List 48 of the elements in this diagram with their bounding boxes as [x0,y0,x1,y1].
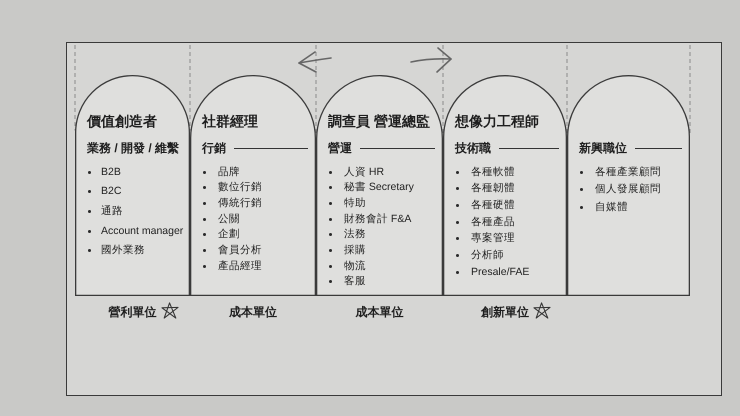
list-item: 物流 [344,260,366,273]
list-item: 會員分析 [218,244,262,257]
list-item: 分析師 [471,249,504,262]
list-item: B2C [101,185,122,198]
arch-panel [443,75,567,296]
list-item: Account manager [101,224,184,238]
list-item: B2B [101,166,121,178]
list-item: 國外業務 [101,244,145,258]
list-item: 公關 [218,212,240,226]
column-title: 價值創造者 [87,113,157,129]
list-item: 專案管理 [471,232,515,246]
list-item: 企劃 [218,228,240,242]
list-item: 通路 [101,204,123,218]
list-item: 品牌 [218,166,240,178]
caption-label: 營利單位 [108,305,156,319]
list-item: 各種軟體 [471,166,515,178]
list-item: 特助 [344,196,366,210]
list-item: 自媒體 [595,200,628,214]
list-item: 個人發展顧問 [595,183,661,196]
list-item: 秘書 Secretary [344,181,414,194]
section-heading: 營運 [328,141,352,155]
column-title: 社群經理 [202,113,258,129]
arch-panel [567,75,690,296]
list-item: 客服 [344,275,366,288]
caption-label: 成本單位 [229,305,277,319]
list-item: 數位行銷 [218,181,262,194]
section-heading: 行銷 [202,141,226,155]
list-item: 財務會計 F&A [344,212,412,226]
caption-label: 成本單位 [356,305,404,319]
list-item: 各種硬體 [471,198,515,212]
arch-panel [75,75,190,296]
section-heading: 技術職 [455,141,491,155]
arch-panel [190,75,316,296]
list-item: 各種產業顧問 [595,166,661,178]
list-item: 法務 [344,228,366,242]
column-title: 想像力工程師 [455,113,539,129]
caption-label: 創新單位 [481,305,529,319]
section-heading: 新興職位 [579,141,627,155]
list-item: 各種韌體 [471,182,515,196]
list-item: 產品經理 [218,260,262,273]
list-item: 各種產品 [471,216,515,229]
list-item: Presale/FAE [471,266,530,279]
arch-panel [316,75,443,296]
list-item: 人資 HR [344,166,384,178]
list-item: 採購 [344,244,366,257]
list-item: 傳統行銷 [218,196,262,210]
column-title: 調查員 營運總監 [328,113,430,129]
section-heading: 業務 / 開發 / 維繫 [87,141,180,155]
